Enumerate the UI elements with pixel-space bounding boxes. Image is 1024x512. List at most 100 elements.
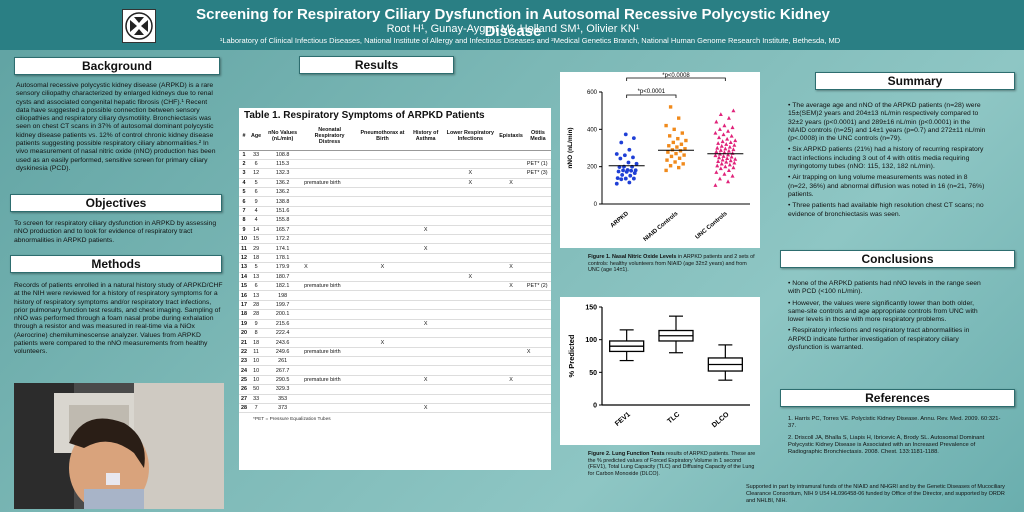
data-point: [728, 140, 733, 144]
table-cell: [357, 347, 408, 358]
table-cell: [443, 215, 498, 226]
table-cell: [407, 394, 444, 405]
poster-title: Screening for Respiratory Ciliary Dysfun…: [196, 6, 830, 40]
table-cell: [302, 234, 358, 245]
data-point: [718, 166, 723, 171]
data-point: [668, 164, 673, 168]
data-point: [715, 145, 720, 150]
data-point: [720, 157, 725, 162]
data-point: [616, 169, 621, 174]
table-cell: [524, 234, 551, 245]
conclusion-item: • Respiratory infections and respiratory…: [788, 327, 970, 352]
data-point: [718, 148, 723, 152]
data-point: [614, 152, 619, 156]
table-cell: [357, 243, 408, 254]
y-tick-label: 150: [585, 305, 597, 312]
data-point: [677, 165, 681, 170]
data-point: [719, 143, 724, 148]
table-cell: 23: [239, 356, 249, 367]
table-cell: 13: [239, 262, 249, 273]
table-cell: X: [497, 375, 525, 386]
table-cell: 18: [249, 337, 264, 348]
table-cell: X: [302, 262, 358, 273]
table-cell: [357, 300, 408, 311]
table-header-cell: Neonatal Respiratory Distress: [302, 123, 358, 151]
table-cell: 22: [239, 347, 249, 358]
table-cell: [302, 394, 358, 405]
table-cell: 18: [239, 309, 249, 320]
x-tick-label: UNC Controls: [695, 211, 729, 241]
table-cell: 172.2: [263, 234, 303, 245]
table-cell: [524, 178, 551, 189]
table-header-cell: Lower Respiratory Infections: [443, 123, 498, 151]
significance-bracket: [626, 77, 726, 81]
table-cell: 3: [239, 168, 249, 179]
data-point: [619, 140, 624, 145]
table-cell: [497, 168, 525, 179]
table-1-panel: Table 1. Respiratory Symptoms of ARPKD P…: [239, 108, 551, 470]
data-point: [623, 176, 628, 181]
y-tick-label: 200: [587, 165, 598, 171]
nih-logo: [122, 9, 156, 43]
table-header-cell: nNo Values (nL/min): [263, 123, 303, 151]
table-cell: 4: [249, 206, 264, 217]
table-cell: [443, 319, 498, 329]
table-cell: [524, 309, 551, 320]
data-point: [733, 157, 738, 161]
funding-note: Supported in part by intramural funds of…: [746, 484, 1005, 504]
table-cell: [407, 253, 444, 264]
table-cell: [524, 225, 551, 236]
data-point: [722, 150, 727, 155]
table-cell: [524, 187, 551, 198]
x-tick-label: DLCO: [711, 411, 731, 429]
figure-2-caption: Figure 2. Lung Function Tests results of…: [588, 451, 758, 477]
figure-1-caption-body: in ARPKD patients and 2 sets of controls…: [588, 254, 755, 274]
data-point: [629, 168, 634, 173]
data-point: [664, 123, 668, 128]
table-cell: X: [407, 319, 444, 329]
table-cell: [407, 215, 444, 226]
table-cell: [497, 328, 525, 339]
table-cell: [302, 168, 358, 179]
table-cell: [524, 328, 551, 339]
table-cell: 178.1: [263, 253, 303, 264]
data-point: [724, 142, 729, 146]
data-point: [716, 141, 721, 145]
table-cell: 249.6: [263, 347, 303, 358]
table-cell: 9: [249, 196, 264, 207]
section-references-heading: References: [780, 389, 1015, 407]
table-cell: [497, 196, 525, 207]
table-cell: [443, 243, 498, 254]
table-cell: 11: [249, 347, 264, 358]
data-point: [714, 170, 719, 174]
data-point: [726, 179, 731, 184]
table-cell: [443, 300, 498, 311]
conclusions-list: • None of the ARPKD patients had nNO lev…: [788, 280, 988, 355]
table-cell: 24: [239, 365, 249, 376]
table-cell: X: [357, 337, 408, 348]
y-axis-title: % Predicted: [567, 334, 576, 377]
table-cell: 25: [239, 375, 249, 386]
table-cell: 11: [239, 243, 249, 254]
data-point: [730, 173, 735, 178]
table-cell: [407, 337, 444, 348]
data-point: [621, 168, 625, 173]
table-cell: [497, 272, 525, 282]
table-cell: 179.9: [263, 262, 303, 273]
data-point: [731, 108, 736, 113]
data-point: [678, 149, 683, 153]
data-point: [714, 149, 719, 154]
table-cell: [497, 309, 525, 320]
data-point: [620, 173, 625, 177]
table-cell: 199.7: [263, 300, 303, 311]
data-point: [664, 168, 668, 173]
